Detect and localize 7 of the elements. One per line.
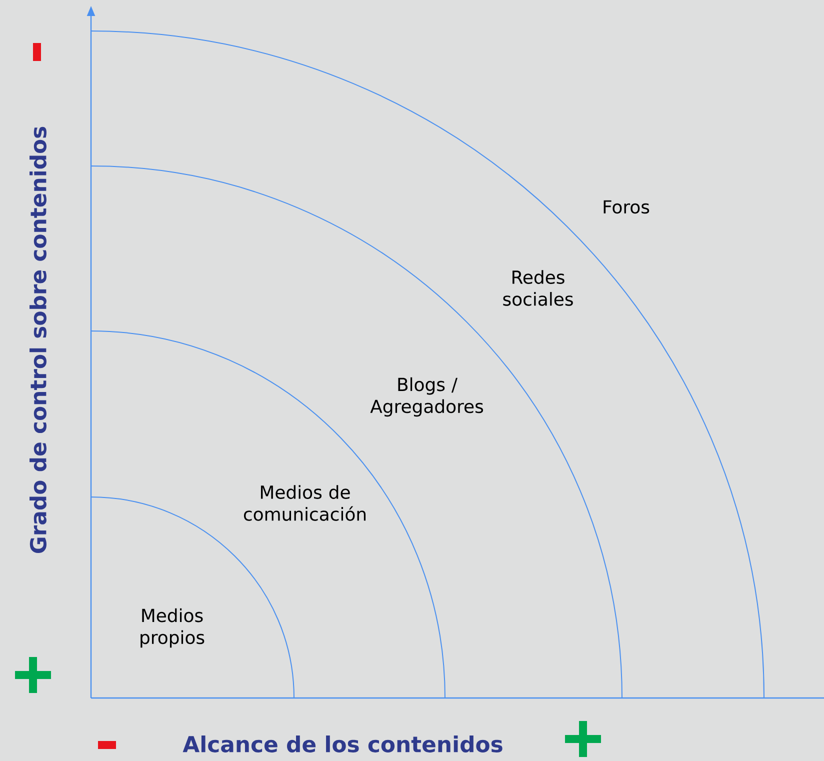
region-label: Blogs / Agregadores [370, 377, 484, 417]
region-label: Medios propios [140, 608, 204, 648]
region-label: Redes sociales [503, 270, 573, 306]
region-label: Medios de comunicación [244, 485, 366, 521]
axis-title: Grado de control sobre contenidos [30, 126, 46, 554]
region-label: Foros [604, 200, 650, 214]
axis-title: Alcance de los contenidos [182, 736, 502, 752]
